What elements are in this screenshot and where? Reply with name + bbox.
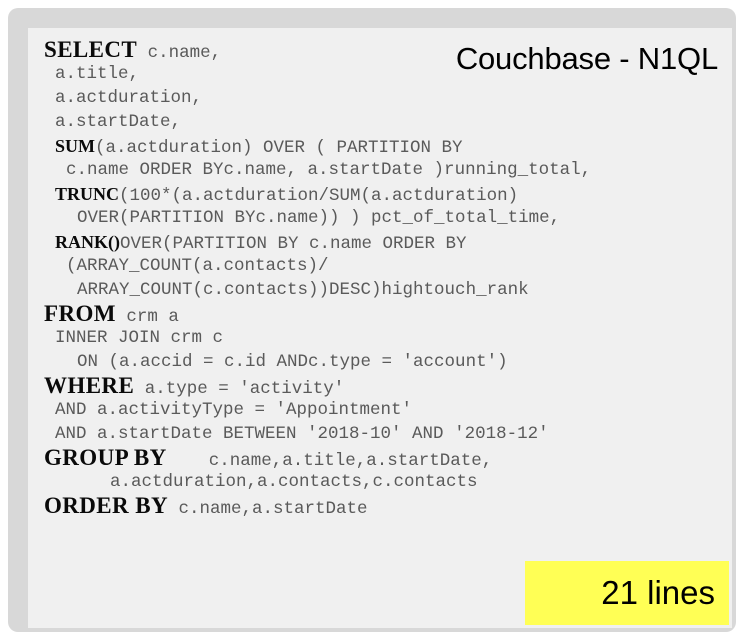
code-line: GROUP BY c.name,a.title,a.startDate, [44, 445, 732, 472]
sql-keyword: ORDER BY [44, 493, 168, 518]
sql-code-block: SELECT c.name,a.title, a.actduration, a.st… [44, 37, 732, 520]
code-line: ORDER BY c.name,a.startDate [44, 493, 732, 520]
sql-keyword: FROM [44, 301, 116, 326]
sql-text: (a.actduration) OVER ( PARTITION BY [95, 138, 463, 158]
sql-text: a.actduration,a.contacts,c.contacts [110, 472, 478, 492]
sql-text: (100*(a.actduration/SUM(a.actduration) [119, 186, 519, 206]
line-count-label: 21 lines [601, 574, 715, 611]
sql-keyword: RANK() [55, 232, 120, 252]
sql-text: OVER(PARTITION BYc.name)) ) pct_of_total… [77, 208, 561, 228]
sql-text: c.name ORDER BYc.name, a.startDate )runn… [66, 160, 592, 180]
line-count-badge: 21 lines [525, 561, 729, 625]
code-line: ARRAY_COUNT(c.contacts))DESC)hightouch_r… [44, 278, 732, 302]
code-line: (ARRAY_COUNT(a.contacts)/ [44, 254, 732, 278]
sql-text: (ARRAY_COUNT(a.contacts)/ [66, 256, 329, 276]
sql-keyword: SELECT [44, 37, 138, 62]
page-title: Couchbase - N1QL [455, 41, 718, 76]
sql-text: OVER(PARTITION BY c.name ORDER BY [120, 234, 467, 254]
code-line: INNER JOIN crm c [44, 326, 732, 350]
sql-text: crm a [115, 307, 179, 327]
code-line: a.actduration, [44, 86, 732, 110]
code-panel: Couchbase - N1QL SELECT c.name,a.title,a… [28, 28, 732, 628]
code-line: WHERE a.type = 'activity' [44, 373, 732, 400]
sql-keyword: GROUP BY [44, 445, 167, 470]
code-line: a.actduration,a.contacts,c.contacts [44, 470, 732, 494]
code-line: SUM(a.actduration) OVER ( PARTITION BY [44, 134, 732, 158]
code-line: AND a.startDate BETWEEN '2018-10' AND '2… [44, 422, 732, 446]
sql-text: a.title, [55, 64, 140, 84]
code-line: a.title, [44, 62, 732, 86]
code-line: OVER(PARTITION BYc.name)) ) pct_of_total… [44, 206, 732, 230]
sql-text: AND a.startDate BETWEEN '2018-10' AND '2… [55, 424, 549, 444]
sql-text: a.startDate, [55, 112, 182, 132]
code-line: ON (a.accid = c.id ANDc.type = 'account'… [44, 350, 732, 374]
code-line: AND a.activityType = 'Appointment' [44, 398, 732, 422]
sql-text: ON (a.accid = c.id ANDc.type = 'account'… [77, 352, 508, 372]
code-line: FROM crm a [44, 301, 732, 328]
outer-frame: Couchbase - N1QL SELECT c.name,a.title,a… [8, 8, 736, 632]
code-line: RANK()OVER(PARTITION BY c.name ORDER BY [44, 230, 732, 254]
sql-text: c.name, [137, 43, 222, 63]
code-line: TRUNC(100*(a.actduration/SUM(a.actdurati… [44, 182, 732, 206]
sql-keyword: TRUNC [55, 184, 120, 204]
sql-text: INNER JOIN crm c [55, 328, 224, 348]
code-line: a.startDate, [44, 110, 732, 134]
sql-text: AND a.activityType = 'Appointment' [55, 400, 413, 420]
sql-text: ARRAY_COUNT(c.contacts))DESC)hightouch_r… [77, 280, 529, 300]
sql-text: a.type = 'activity' [134, 379, 345, 399]
sql-text: c.name,a.startDate [167, 499, 368, 519]
sql-text: a.actduration, [55, 88, 203, 108]
code-line: c.name ORDER BYc.name, a.startDate )runn… [44, 158, 732, 182]
sql-keyword: WHERE [44, 373, 135, 398]
code-line: SELECT c.name, [44, 37, 732, 64]
sql-keyword: SUM [55, 136, 95, 156]
sql-text: c.name,a.title,a.startDate, [166, 451, 493, 471]
